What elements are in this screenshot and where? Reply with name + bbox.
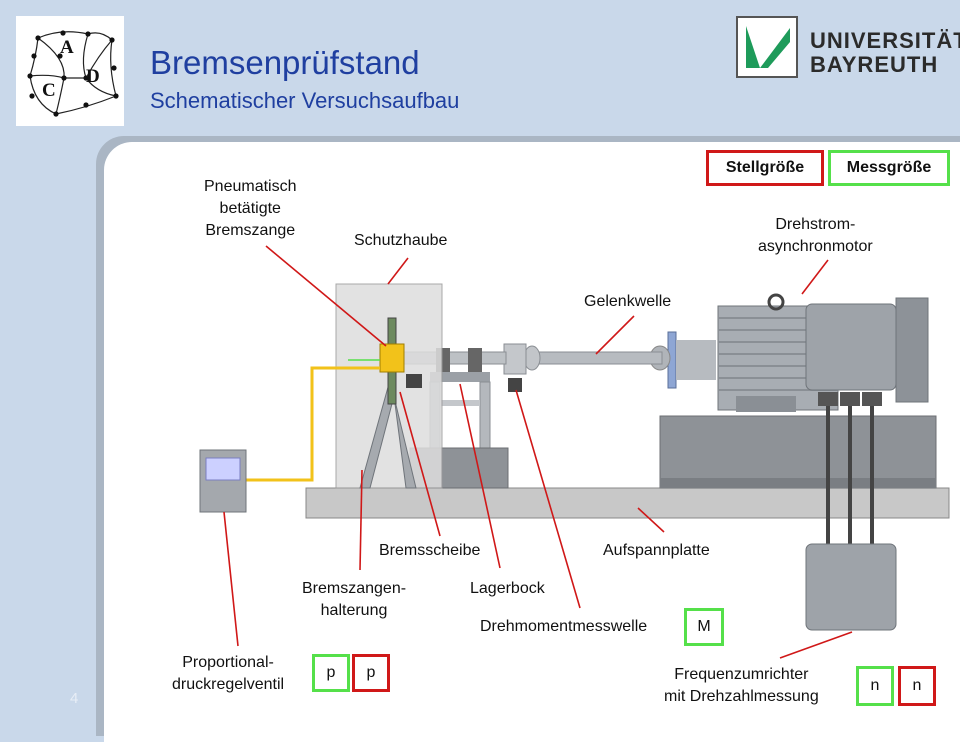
test-bench-diagram — [199, 245, 950, 659]
label-aufspannplatte: Aufspannplatte — [603, 542, 710, 559]
label-drehmomentmesswelle: Drehmomentmesswelle — [480, 618, 648, 635]
motor-lifting-eye — [767, 293, 785, 311]
university-name-line2: BAYREUTH — [810, 52, 939, 77]
label-bremsscheibe: Bremsscheibe — [379, 542, 481, 559]
legend-stellgroesse: Stellgröße — [706, 150, 824, 186]
university-name-line1: UNIVERSITÄT — [810, 28, 960, 53]
logo-letter-a: A — [60, 37, 74, 58]
logo-letter-c: C — [42, 80, 56, 101]
motor-terminal-box — [805, 303, 897, 391]
signal-pressure-stell: p — [352, 654, 390, 692]
label-bremszange: Pneumatisch betätigte Bremszange — [204, 178, 297, 239]
university-logo: UNIVERSITÄT BAYREUTH — [736, 16, 960, 82]
signal-speed-mess: n — [856, 666, 894, 706]
label-proportionalventil: Proportional- druckregelventil — [172, 654, 285, 693]
motor-stand — [659, 415, 937, 489]
university-logo-mark — [736, 16, 798, 78]
signal-speed-stell: n — [898, 666, 936, 706]
page-subtitle: Schematischer Versuchsaufbau — [150, 88, 460, 113]
logo-letter-d: D — [86, 66, 100, 87]
acd-logo: A C D — [16, 16, 124, 126]
label-frequenzumrichter: Frequenzumrichter mit Drehzahlmessung — [664, 666, 819, 705]
label-schutzhaube: Schutzhaube — [354, 232, 448, 249]
label-gelenkwelle: Gelenkwelle — [584, 293, 672, 310]
label-motor: Drehstrom- asynchronmotor — [758, 216, 873, 255]
signal-pressure-mess: p — [312, 654, 350, 692]
label-halterung: Bremszangen- halterung — [302, 580, 407, 619]
brake-caliper — [379, 343, 405, 373]
legend-messgroesse: Messgröße — [828, 150, 950, 186]
base-plate — [305, 487, 950, 519]
page-number: 4 — [70, 690, 79, 707]
page-title: Bremsenprüfstand — [150, 44, 420, 81]
frequency-inverter — [805, 543, 897, 631]
label-lagerbock: Lagerbock — [470, 580, 545, 597]
signal-torque-m: M — [684, 608, 724, 646]
torque-shaft — [503, 343, 527, 375]
pneumatic-line — [246, 366, 380, 482]
